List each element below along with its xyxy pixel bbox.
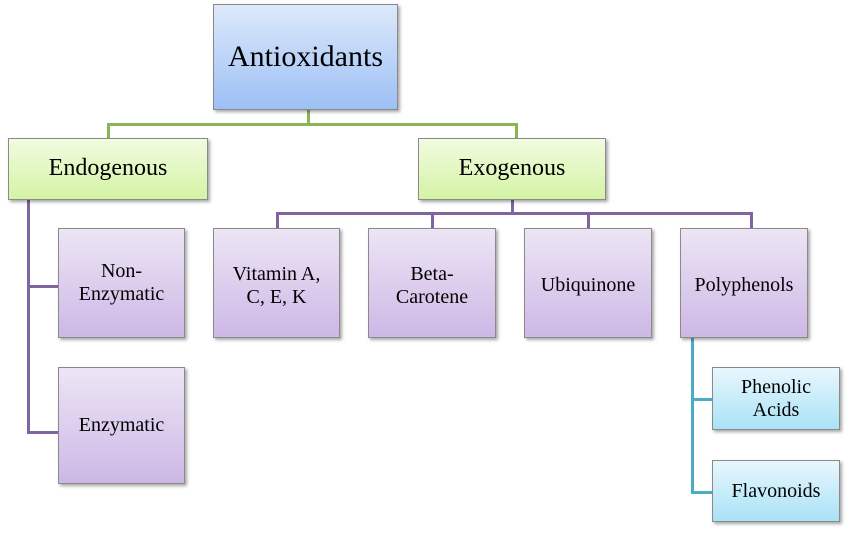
connector-exogenous	[515, 123, 518, 139]
node-vitamins: Vitamin A, C, E, K	[213, 228, 340, 338]
node-phenolic-acids: Phenolic Acids	[712, 367, 840, 430]
connector-endogenous	[107, 123, 110, 139]
node-endogenous: Endogenous	[8, 138, 208, 200]
connector-poly-trunk	[691, 338, 694, 494]
node-exogenous: Exogenous	[418, 138, 606, 200]
node-non-enzymatic: Non- Enzymatic	[58, 228, 185, 338]
connector-exo-bar	[276, 212, 753, 215]
connector-flavonoids	[691, 491, 712, 494]
connector-endo-trunk	[27, 200, 30, 434]
node-beta-carotene: Beta- Carotene	[368, 228, 496, 338]
node-flavonoids: Flavonoids	[712, 460, 840, 522]
node-antioxidants: Antioxidants	[213, 4, 398, 110]
connector-polyphenols	[750, 212, 753, 229]
node-polyphenols: Polyphenols	[680, 228, 808, 338]
connector-enzymatic	[27, 431, 58, 434]
connector-nonenzymatic	[27, 285, 58, 288]
node-ubiquinone: Ubiquinone	[524, 228, 652, 338]
connector-beta	[431, 212, 434, 229]
connector-ubiquinone	[587, 212, 590, 229]
connector-vitamins	[276, 212, 279, 229]
connector-exo-trunk	[511, 200, 514, 214]
node-enzymatic: Enzymatic	[58, 367, 185, 484]
connector-phenolic	[691, 398, 712, 401]
connector-root	[307, 110, 310, 126]
connector-root-bar	[107, 123, 518, 126]
